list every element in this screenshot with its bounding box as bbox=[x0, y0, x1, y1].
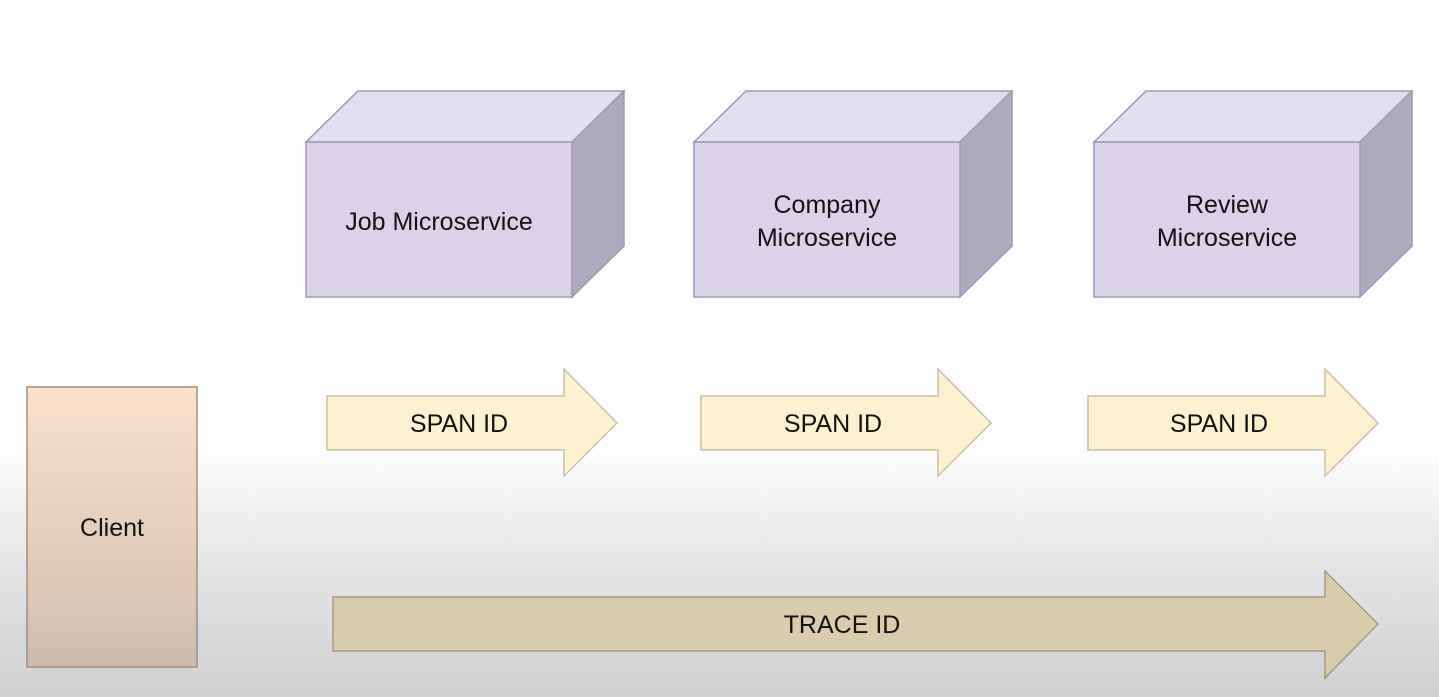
span-arrow-label: SPAN ID bbox=[1170, 410, 1268, 438]
trace-arrow-label: TRACE ID bbox=[784, 611, 901, 639]
service-box-top-face bbox=[1092, 90, 1414, 143]
span-arrow-shape bbox=[1087, 367, 1380, 478]
service-box-job: Job Microservice bbox=[304, 89, 626, 299]
service-box-top-face bbox=[304, 90, 626, 143]
service-box-review: Review Microservice bbox=[1092, 89, 1414, 299]
trace-arrow: TRACE ID bbox=[332, 569, 1380, 680]
service-label-line-2: Microservice bbox=[757, 224, 897, 252]
service-label: Job Microservice bbox=[345, 208, 533, 236]
client-label: Client bbox=[80, 514, 144, 542]
client-box: Client bbox=[26, 386, 198, 668]
span-arrow-shape bbox=[326, 367, 619, 478]
service-box-front-face bbox=[1093, 141, 1361, 298]
span-arrow-shape bbox=[700, 367, 993, 478]
service-box-company: Company Microservice bbox=[692, 89, 1014, 299]
span-arrow-2: SPAN ID bbox=[700, 367, 993, 478]
service-box-front-face bbox=[305, 141, 573, 298]
span-arrow-label: SPAN ID bbox=[410, 410, 508, 438]
service-box-front-face bbox=[693, 141, 961, 298]
trace-arrow-shape bbox=[332, 569, 1380, 680]
span-arrow-label: SPAN ID bbox=[784, 410, 882, 438]
service-label-line-1: Review bbox=[1186, 191, 1269, 219]
span-arrow-3: SPAN ID bbox=[1087, 367, 1380, 478]
service-label-line-2: Microservice bbox=[1157, 224, 1297, 252]
service-label-line-1: Company bbox=[774, 191, 881, 219]
span-arrow-1: SPAN ID bbox=[326, 367, 619, 478]
service-box-top-face bbox=[692, 90, 1014, 143]
client-box-shape bbox=[26, 386, 198, 668]
